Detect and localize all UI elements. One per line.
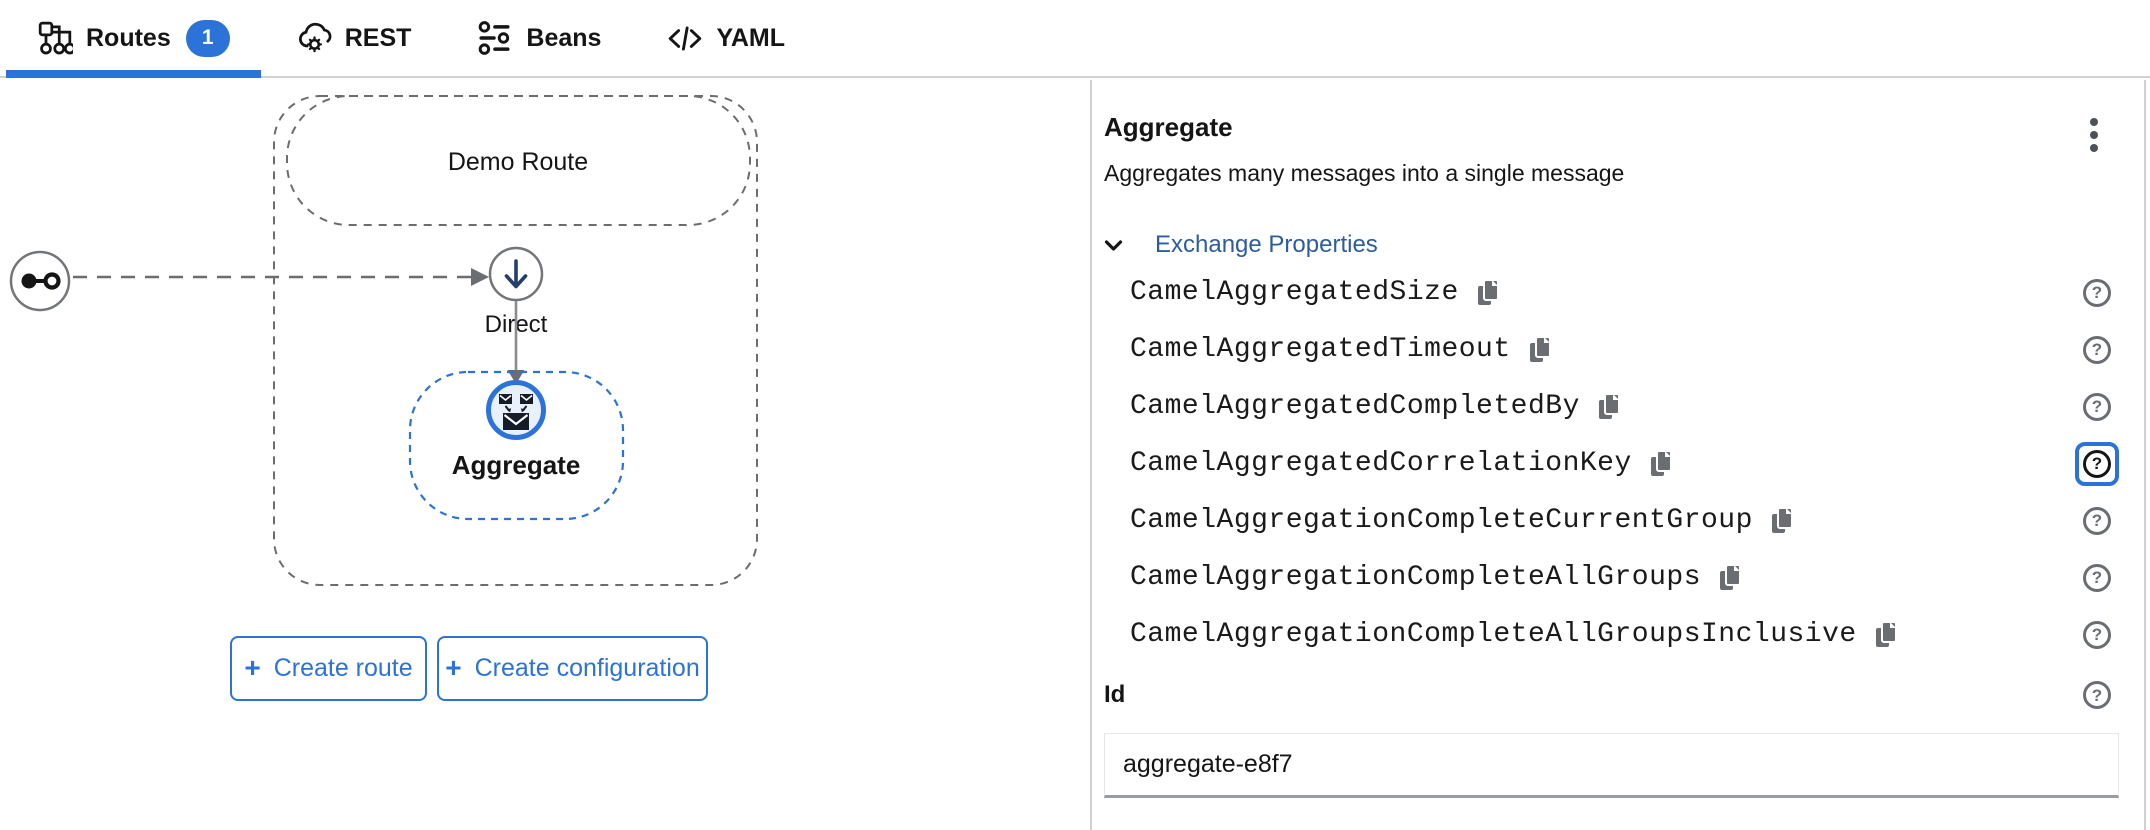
panel-description: Aggregates many messages into a single m… <box>1104 160 1625 186</box>
exchange-property-name: CamelAggregatedCompletedBy <box>1130 391 1580 422</box>
aggregate-node[interactable]: Aggregate <box>452 380 581 481</box>
tab-rest[interactable]: REST <box>263 0 445 76</box>
create-route-button[interactable]: + Create route <box>230 636 427 701</box>
edge-start-to-direct <box>73 268 489 286</box>
exchange-property-row: CamelAggregationCompleteAllGroupsInclusi… <box>1104 606 2119 663</box>
exchange-property-row: CamelAggregationCompleteAllGroups ? <box>1104 549 2119 606</box>
copy-button[interactable] <box>1596 392 1622 422</box>
tab-beans[interactable]: Beans <box>444 0 634 76</box>
direct-node[interactable]: Direct <box>485 246 548 338</box>
help-icon[interactable]: ? <box>2083 506 2111 535</box>
aggregate-node-label[interactable]: Aggregate <box>452 450 581 480</box>
exchange-properties-label: Exchange Properties <box>1155 231 1378 258</box>
property-help-wrapper: ? <box>2075 328 2119 372</box>
exchange-property-name: CamelAggregatedTimeout <box>1130 334 1511 365</box>
exchange-property-name: CamelAggregatedSize <box>1130 277 1459 308</box>
route-group-label-pill[interactable] <box>286 95 751 226</box>
copy-button[interactable] <box>1717 563 1743 593</box>
exchange-properties-list: CamelAggregatedSize ? CamelAggregatedTim… <box>1104 264 2119 663</box>
help-icon[interactable]: ? <box>2083 449 2111 478</box>
create-configuration-button[interactable]: + Create configuration <box>437 636 708 701</box>
start-node[interactable] <box>9 250 71 312</box>
aggregate-step-group <box>408 370 625 521</box>
copy-button[interactable] <box>1873 620 1899 650</box>
panel-title: Aggregate <box>1104 112 1233 142</box>
yaml-icon <box>667 21 703 55</box>
copy-button[interactable] <box>1527 335 1553 365</box>
copy-icon <box>1477 278 1499 305</box>
exchange-property-name: CamelAggregationCompleteAllGroups <box>1130 562 1701 593</box>
edge-direct-to-aggregate <box>507 301 525 384</box>
copy-button[interactable] <box>1648 449 1674 479</box>
tab-routes[interactable]: Routes 1 <box>4 0 263 78</box>
routes-icon <box>37 21 73 55</box>
exchange-property-row: CamelAggregatedCorrelationKey ? <box>1104 435 2119 492</box>
property-help-wrapper: ? <box>2075 499 2119 543</box>
exchange-property-name: CamelAggregationCompleteAllGroupsInclusi… <box>1130 619 1857 650</box>
copy-button[interactable] <box>1769 506 1795 536</box>
routes-count-badge: 1 <box>185 19 230 57</box>
property-help-wrapper: ? <box>2075 556 2119 600</box>
property-help-wrapper: ? <box>2075 613 2119 657</box>
help-icon[interactable]: ? <box>2083 563 2111 592</box>
aggregate-icon <box>499 394 533 430</box>
route-group-label[interactable]: Demo Route <box>448 148 588 176</box>
tab-rest-label: REST <box>344 23 412 52</box>
copy-icon <box>1650 449 1672 476</box>
create-route-label: Create route <box>273 654 413 682</box>
properties-panel: Aggregate Aggregates many messages into … <box>1090 80 2146 830</box>
tab-routes-label: Routes <box>86 23 171 52</box>
route-diagram: Demo Route <box>9 95 758 586</box>
tab-yaml[interactable]: YAML <box>634 0 818 76</box>
copy-button[interactable] <box>1475 278 1501 308</box>
help-icon[interactable]: ? <box>2083 335 2111 364</box>
id-field-label: Id <box>1104 681 1126 708</box>
kebab-icon <box>2090 118 2098 152</box>
copy-icon <box>1529 335 1551 362</box>
exchange-property-row: CamelAggregatedTimeout ? <box>1104 321 2119 378</box>
kebab-menu-button[interactable] <box>2079 112 2109 160</box>
panel-header: Aggregate <box>1104 112 2119 160</box>
create-configuration-label: Create configuration <box>474 654 700 682</box>
property-help-wrapper: ? <box>2075 441 2119 486</box>
route-canvas: Demo Route <box>0 80 1090 830</box>
tab-yaml-label: YAML <box>716 23 785 52</box>
property-help-wrapper: ? <box>2075 385 2119 429</box>
copy-icon <box>1720 563 1741 590</box>
plus-icon: + <box>244 651 261 683</box>
help-icon[interactable]: ? <box>2083 620 2111 649</box>
endpoint-link-icon <box>21 272 61 290</box>
exchange-properties-toggle[interactable]: Exchange Properties <box>1104 231 2119 259</box>
beans-icon <box>477 21 513 55</box>
exchange-property-row: CamelAggregatedCompletedBy ? <box>1104 378 2119 435</box>
rest-icon <box>296 21 332 55</box>
help-icon[interactable]: ? <box>2083 278 2111 307</box>
copy-icon <box>1598 392 1620 419</box>
copy-icon <box>1875 620 1897 647</box>
help-icon[interactable]: ? <box>2083 681 2111 709</box>
exchange-property-name: CamelAggregationCompleteCurrentGroup <box>1130 505 1753 536</box>
exchange-property-name: CamelAggregatedCorrelationKey <box>1130 448 1632 479</box>
id-help-wrapper: ? <box>2075 673 2119 717</box>
copy-icon <box>1771 506 1793 533</box>
id-input[interactable] <box>1104 733 2119 798</box>
tab-bar: Routes 1 REST <box>0 0 2150 78</box>
tab-beans-label: Beans <box>526 23 602 52</box>
direct-arrow-icon <box>504 259 528 289</box>
id-field-row: Id ? <box>1104 673 2119 717</box>
plus-icon: + <box>445 651 462 683</box>
help-icon[interactable]: ? <box>2083 392 2111 421</box>
property-help-wrapper: ? <box>2075 271 2119 315</box>
chevron-down-icon <box>1104 239 1123 251</box>
exchange-property-row: CamelAggregationCompleteCurrentGroup ? <box>1104 492 2119 549</box>
exchange-property-row: CamelAggregatedSize ? <box>1104 264 2119 321</box>
